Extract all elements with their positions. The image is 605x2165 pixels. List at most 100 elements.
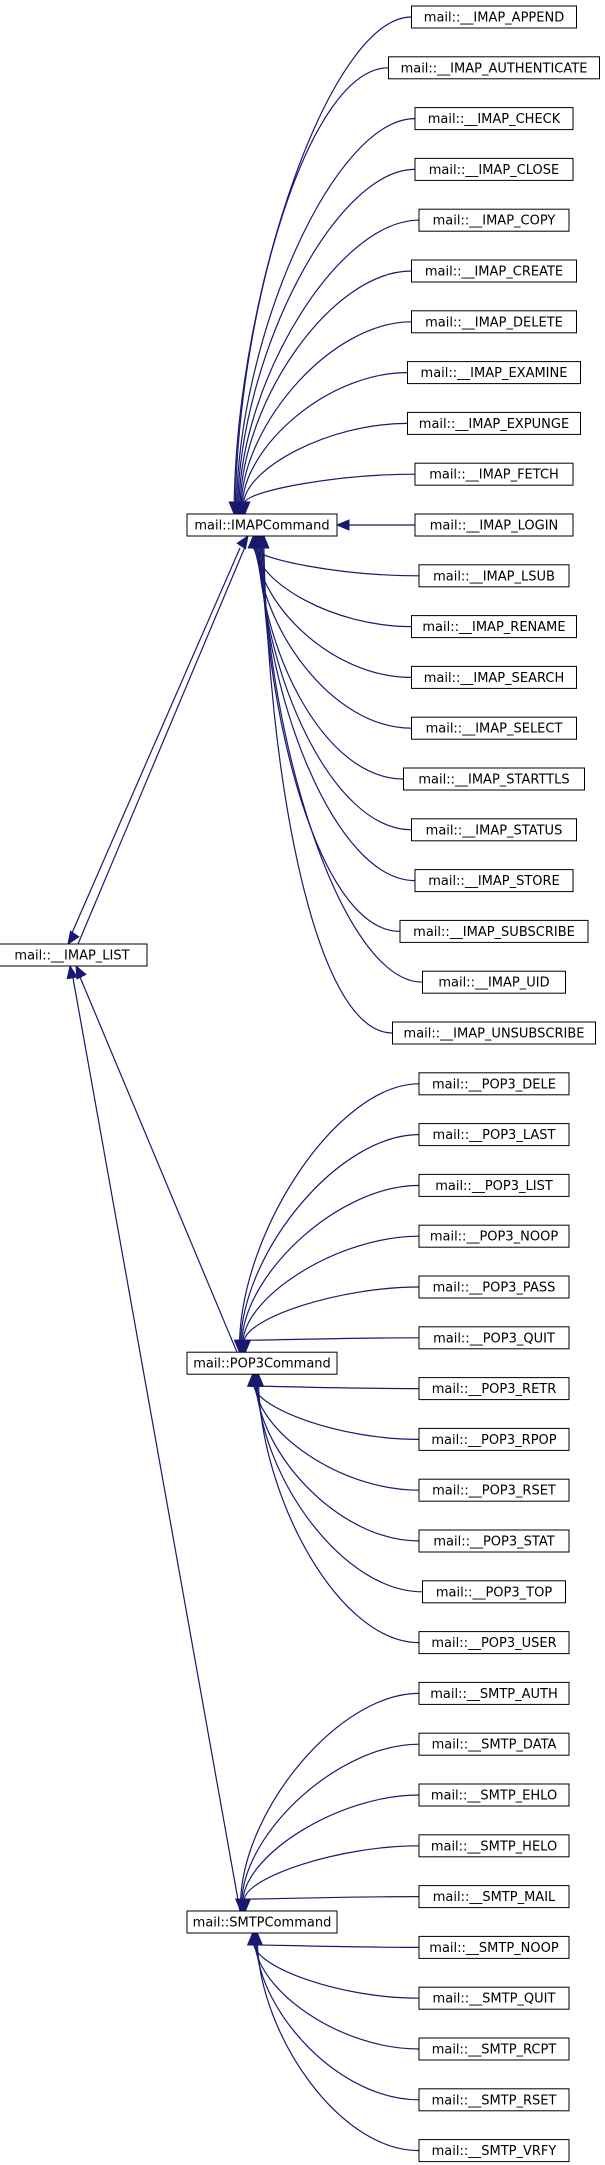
node-pop3-list-label: mail::__POP3_LIST	[435, 1179, 553, 1194]
node-imap-fetch-box	[414, 462, 574, 486]
node-imap-copy-label: mail::__IMAP_COPY	[433, 214, 556, 229]
edge-imap-delete-to-parent-line	[240, 321, 412, 503]
node-imap-append[interactable]: mail::__IMAP_APPEND	[411, 5, 577, 29]
node-imap-list-root-label: mail::__IMAP_LIST	[14, 949, 129, 964]
edge-imap-store-to-parent-line	[259, 547, 416, 882]
edge-smtp-data-to-parent-line	[241, 1743, 420, 1900]
node-imap-unsubscribe[interactable]: mail::__IMAP_UNSUBSCRIBE	[392, 1021, 596, 1045]
edge-root-to-imapcommand-b-arrowhead	[236, 534, 249, 550]
node-imap-append-label: mail::__IMAP_APPEND	[424, 11, 564, 26]
node-pop3-stat[interactable]: mail::__POP3_STAT	[418, 1529, 570, 1553]
edge-imap-unsubscribe-to-parent	[258, 534, 393, 1034]
edge-smtp-rcpt-to-parent-line	[254, 1944, 420, 2050]
node-pop3command-box	[186, 1351, 338, 1375]
edge-pop3-stat-to-parent	[250, 1372, 420, 1542]
node-pop3-dele[interactable]: mail::__POP3_DELE	[418, 1072, 570, 1096]
node-pop3-last[interactable]: mail::__POP3_LAST	[418, 1123, 570, 1147]
node-imap-copy[interactable]: mail::__IMAP_COPY	[418, 208, 570, 232]
edge-smtp-data-to-parent	[236, 1743, 420, 1913]
node-pop3-rset[interactable]: mail::__POP3_RSET	[418, 1478, 570, 1502]
node-imap-fetch[interactable]: mail::__IMAP_FETCH	[414, 462, 574, 486]
node-smtp-mail-label: mail::__SMTP_MAIL	[433, 1890, 556, 1905]
edge-imap-uid-to-parent-line	[262, 547, 423, 983]
node-smtp-mail[interactable]: mail::__SMTP_MAIL	[418, 1885, 570, 1909]
node-imap-delete[interactable]: mail::__IMAP_DELETE	[411, 310, 577, 334]
node-smtp-data[interactable]: mail::__SMTP_DATA	[418, 1732, 570, 1756]
node-imap-examine[interactable]: mail::__IMAP_EXAMINE	[407, 361, 581, 385]
node-imap-examine-box	[407, 361, 581, 385]
node-imap-expunge-box	[407, 411, 581, 435]
node-imap-delete-box	[411, 310, 577, 334]
node-imap-expunge[interactable]: mail::__IMAP_EXPUNGE	[407, 411, 581, 435]
node-pop3-quit[interactable]: mail::__POP3_QUIT	[418, 1326, 570, 1350]
node-smtp-rcpt[interactable]: mail::__SMTP_RCPT	[418, 2037, 570, 2061]
edge-imap-authenticate-to-parent-line	[234, 67, 389, 503]
edge-smtp-rset-to-parent	[250, 1931, 420, 2101]
nodes-layer: mail::__IMAP_APPENDmail::__IMAP_AUTHENTI…	[0, 5, 600, 2163]
node-smtp-rcpt-label: mail::__SMTP_RCPT	[432, 2043, 557, 2058]
node-imap-list-root[interactable]: mail::__IMAP_LIST	[0, 943, 148, 967]
node-pop3-user[interactable]: mail::__POP3_USER	[418, 1631, 570, 1655]
node-imap-select[interactable]: mail::__IMAP_SELECT	[411, 716, 577, 740]
edge-imap-fetch-to-parent-line	[244, 473, 416, 503]
edge-imap-rename-to-parent	[248, 534, 412, 628]
node-pop3-top[interactable]: mail::__POP3_TOP	[422, 1580, 566, 1604]
node-imap-subscribe-label: mail::__IMAP_SUBSCRIBE	[413, 925, 575, 940]
node-imap-lsub[interactable]: mail::__IMAP_LSUB	[418, 564, 570, 588]
edge-pop3command-to-root-arrowhead	[75, 964, 87, 980]
node-smtp-rset[interactable]: mail::__SMTP_RSET	[418, 2088, 570, 2112]
node-smtp-vrfy[interactable]: mail::__SMTP_VRFY	[418, 2139, 570, 2163]
node-imap-rename[interactable]: mail::__IMAP_RENAME	[411, 615, 577, 639]
edge-pop3-user-to-parent-line	[258, 1386, 420, 1644]
node-imap-uid[interactable]: mail::__IMAP_UID	[422, 970, 566, 994]
node-pop3-list-box	[418, 1173, 570, 1197]
node-smtp-vrfy-label: mail::__SMTP_VRFY	[432, 2144, 557, 2159]
node-pop3-pass-label: mail::__POP3_PASS	[433, 1281, 556, 1296]
node-smtpcommand-label: mail::SMTPCommand	[193, 1916, 332, 1931]
node-imap-unsubscribe-box	[392, 1021, 596, 1045]
edge-pop3-user-to-parent-arrowhead	[252, 1372, 265, 1387]
node-pop3-noop[interactable]: mail::__POP3_NOOP	[418, 1224, 570, 1248]
node-imap-starttls-label: mail::__IMAP_STARTTLS	[418, 773, 569, 788]
edge-imap-close-to-parent	[231, 168, 416, 516]
edge-smtp-quit-to-parent-line	[253, 1944, 420, 1999]
edge-smtpcommand-to-root-line	[72, 977, 241, 1912]
node-imap-store[interactable]: mail::__IMAP_STORE	[414, 869, 574, 893]
node-pop3-quit-box	[418, 1326, 570, 1350]
node-imap-search-label: mail::__IMAP_SEARCH	[424, 671, 565, 686]
node-pop3-list[interactable]: mail::__POP3_LIST	[418, 1173, 570, 1197]
node-imap-search[interactable]: mail::__IMAP_SEARCH	[411, 665, 577, 689]
edge-imap-subscribe-to-parent	[255, 534, 401, 932]
node-pop3-noop-label: mail::__POP3_NOOP	[430, 1230, 558, 1245]
node-smtp-helo[interactable]: mail::__SMTP_HELO	[418, 1834, 570, 1858]
node-smtp-noop[interactable]: mail::__SMTP_NOOP	[418, 1935, 570, 1959]
edge-pop3-top-to-parent-line	[256, 1386, 423, 1593]
node-pop3-pass[interactable]: mail::__POP3_PASS	[418, 1275, 570, 1299]
node-imap-close[interactable]: mail::__IMAP_CLOSE	[414, 157, 574, 181]
node-imap-check[interactable]: mail::__IMAP_CHECK	[414, 107, 574, 131]
node-imap-login[interactable]: mail::__IMAP_LOGIN	[414, 513, 574, 537]
node-smtp-quit[interactable]: mail::__SMTP_QUIT	[418, 1986, 570, 2010]
node-imap-subscribe[interactable]: mail::__IMAP_SUBSCRIBE	[399, 919, 589, 943]
node-pop3command[interactable]: mail::POP3Command	[186, 1351, 338, 1375]
node-smtp-ehlo[interactable]: mail::__SMTP_EHLO	[418, 1783, 570, 1807]
node-pop3-rpop[interactable]: mail::__POP3_RPOP	[418, 1427, 570, 1451]
node-smtp-ehlo-label: mail::__SMTP_EHLO	[431, 1789, 557, 1804]
edge-imap-login-to-parent	[335, 519, 415, 531]
node-smtp-auth[interactable]: mail::__SMTP_AUTH	[418, 1681, 570, 1705]
edge-pop3-quit-to-parent-line	[245, 1337, 420, 1341]
node-imap-create[interactable]: mail::__IMAP_CREATE	[411, 259, 577, 283]
node-imap-starttls[interactable]: mail::__IMAP_STARTTLS	[403, 767, 585, 791]
edge-smtp-vrfy-to-parent	[251, 1931, 420, 2152]
node-imap-authenticate-label: mail::__IMAP_AUTHENTICATE	[401, 61, 588, 76]
node-imap-uid-label: mail::__IMAP_UID	[438, 976, 549, 991]
node-imap-authenticate[interactable]: mail::__IMAP_AUTHENTICATE	[388, 56, 600, 80]
node-imap-lsub-label: mail::__IMAP_LSUB	[433, 569, 555, 584]
node-smtpcommand[interactable]: mail::SMTPCommand	[186, 1910, 338, 1934]
node-imapcommand[interactable]: mail::IMAPCommand	[186, 513, 338, 537]
node-pop3-retr[interactable]: mail::__POP3_RETR	[418, 1377, 570, 1401]
node-imap-list-root-box	[0, 943, 148, 967]
node-imap-status[interactable]: mail::__IMAP_STATUS	[411, 818, 577, 842]
node-imap-copy-box	[418, 208, 570, 232]
edge-smtp-noop-to-parent	[246, 1931, 420, 1948]
